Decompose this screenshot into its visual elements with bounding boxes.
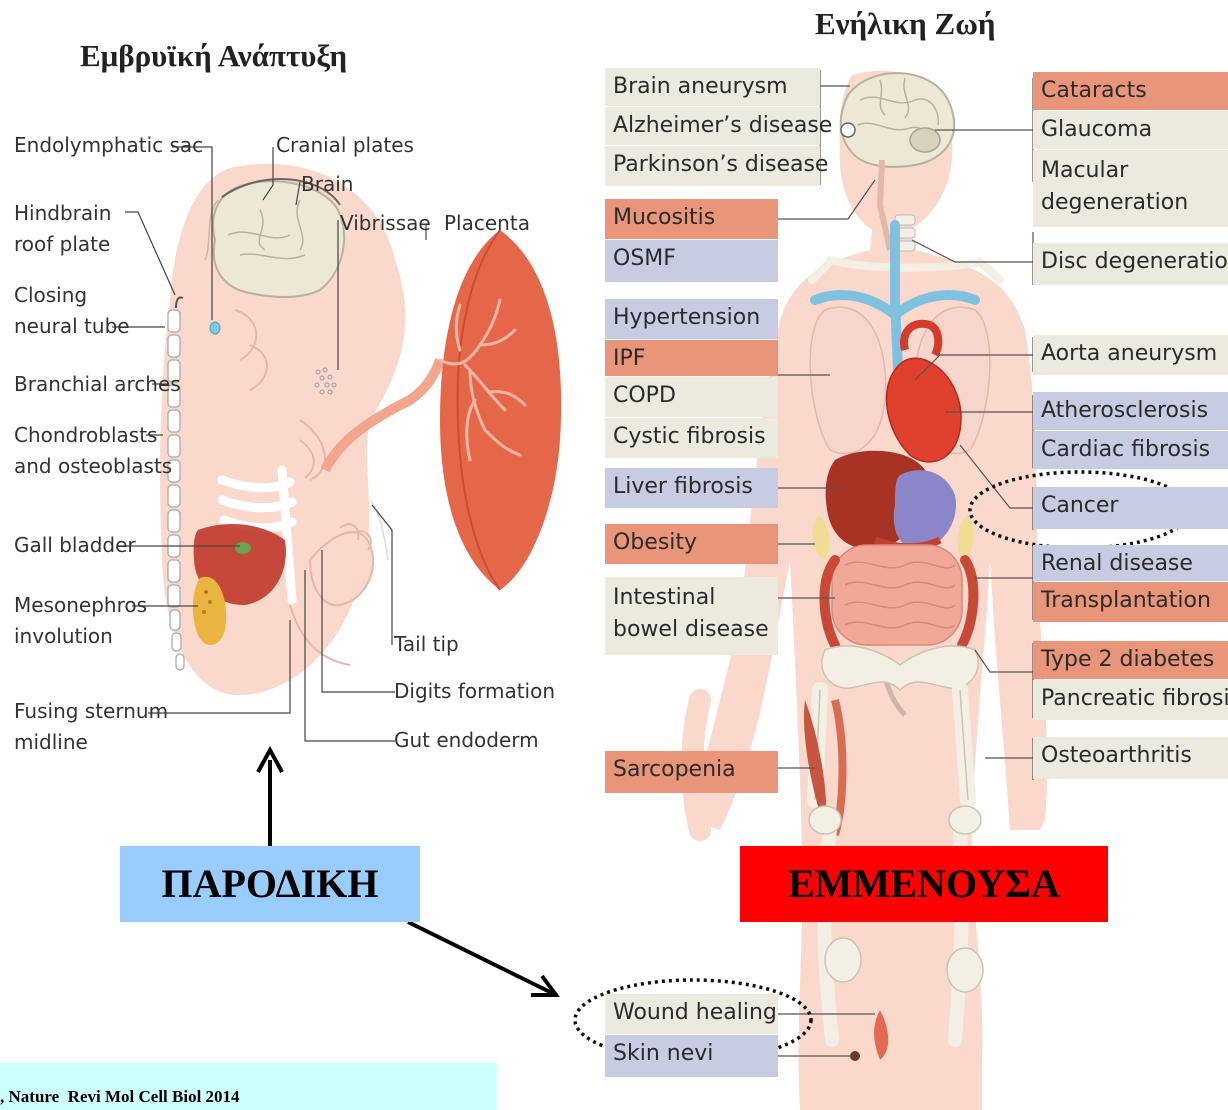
disease-box-alzheimers: Alzheimer’s disease (605, 107, 820, 145)
label-vibrissae: Vibrissae (340, 208, 431, 239)
disease-box-cataracts: Cataracts (1033, 72, 1228, 110)
disease-box-osteoarthritis: Osteoarthritis (1033, 737, 1228, 779)
disease-box-cystic-fibrosis: Cystic fibrosis (605, 418, 778, 458)
label-cranial-plates: Cranial plates (276, 130, 414, 161)
disease-box-aorta-aneurysm: Aorta aneurysm (1033, 335, 1228, 375)
disease-box-copd: COPD (605, 377, 778, 417)
label-placenta: Placenta (444, 208, 530, 239)
disease-box-sarcopenia: Sarcopenia (605, 751, 778, 793)
disease-box-cardiac-fibrosis: Cardiac fibrosis (1033, 431, 1228, 469)
transient-banner: ΠΑΡΟΔΙΚΗ (120, 846, 420, 922)
disease-box-pancreatic-fibrosis: Pancreatic fibrosis (1033, 680, 1228, 720)
disease-box-ipf: IPF (605, 340, 778, 376)
disease-box-disc-degeneration: Disc degeneration (1033, 243, 1228, 285)
disease-box-hypertension: Hypertension (605, 299, 778, 339)
embryo-illustration (160, 164, 561, 696)
label-hindbrain-roof-plate: Hindbrain roof plate (14, 198, 111, 260)
disease-box-wound-healing: Wound healing (605, 994, 778, 1034)
label-brain: Brain (301, 169, 353, 200)
label-branchial-arches: Branchial arches (14, 369, 181, 400)
disease-box-osmf: OSMF (605, 240, 778, 282)
label-tail-tip: Tail tip (394, 629, 459, 660)
disease-box-macular-degeneration: Macular degeneration (1033, 150, 1228, 227)
disease-box-atherosclerosis: Atherosclerosis (1033, 392, 1228, 430)
persistent-banner: ΕΜΜΕΝΟΥΣΑ (740, 846, 1108, 922)
arrow-up-icon (258, 750, 282, 846)
disease-box-parkinsons: Parkinson’s disease (605, 146, 820, 186)
label-endolymphatic-sac: Endolymphatic sac (14, 130, 203, 161)
disease-box-skin-nevi: Skin nevi (605, 1035, 778, 1077)
label-gut-endoderm: Gut endoderm (394, 725, 539, 756)
disease-box-renal-disease: Renal disease (1033, 545, 1228, 581)
label-mesonephros: Mesonephros involution (14, 590, 147, 652)
disease-box-brain-aneurysm: Brain aneurysm (605, 68, 820, 106)
disease-box-cancer: Cancer (1033, 487, 1228, 529)
label-gall-bladder: Gall bladder (14, 530, 136, 561)
arrow-diagonal-icon (408, 922, 556, 995)
citation-box: , Nature Revi Mol Cell Biol 2014 (0, 1063, 497, 1110)
disease-box-glaucoma: Glaucoma (1033, 111, 1228, 149)
embryonic-development-title: Εμβρυϊκή Ανάπτυξη (80, 38, 347, 74)
label-fusing-sternum: Fusing sternum midline (14, 696, 168, 758)
citation-text: , Nature Revi Mol Cell Biol 2014 (0, 1087, 240, 1107)
label-closing-neural-tube: Closing neural tube (14, 280, 130, 342)
disease-box-transplantation: Transplantation (1033, 582, 1228, 622)
disease-box-liver-fibrosis: Liver fibrosis (605, 468, 778, 508)
disease-box-mucositis: Mucositis (605, 199, 778, 239)
adult-life-title: Ενήλικη Ζωή (815, 6, 995, 42)
disease-box-type2-diabetes: Type 2 diabetes (1033, 641, 1228, 679)
label-chondroblasts: Chondroblasts and osteoblasts (14, 420, 172, 482)
disease-box-obesity: Obesity (605, 524, 778, 564)
disease-box-intestinal-bowel: Intestinal bowel disease (605, 577, 778, 655)
label-digits-formation: Digits formation (394, 676, 555, 707)
